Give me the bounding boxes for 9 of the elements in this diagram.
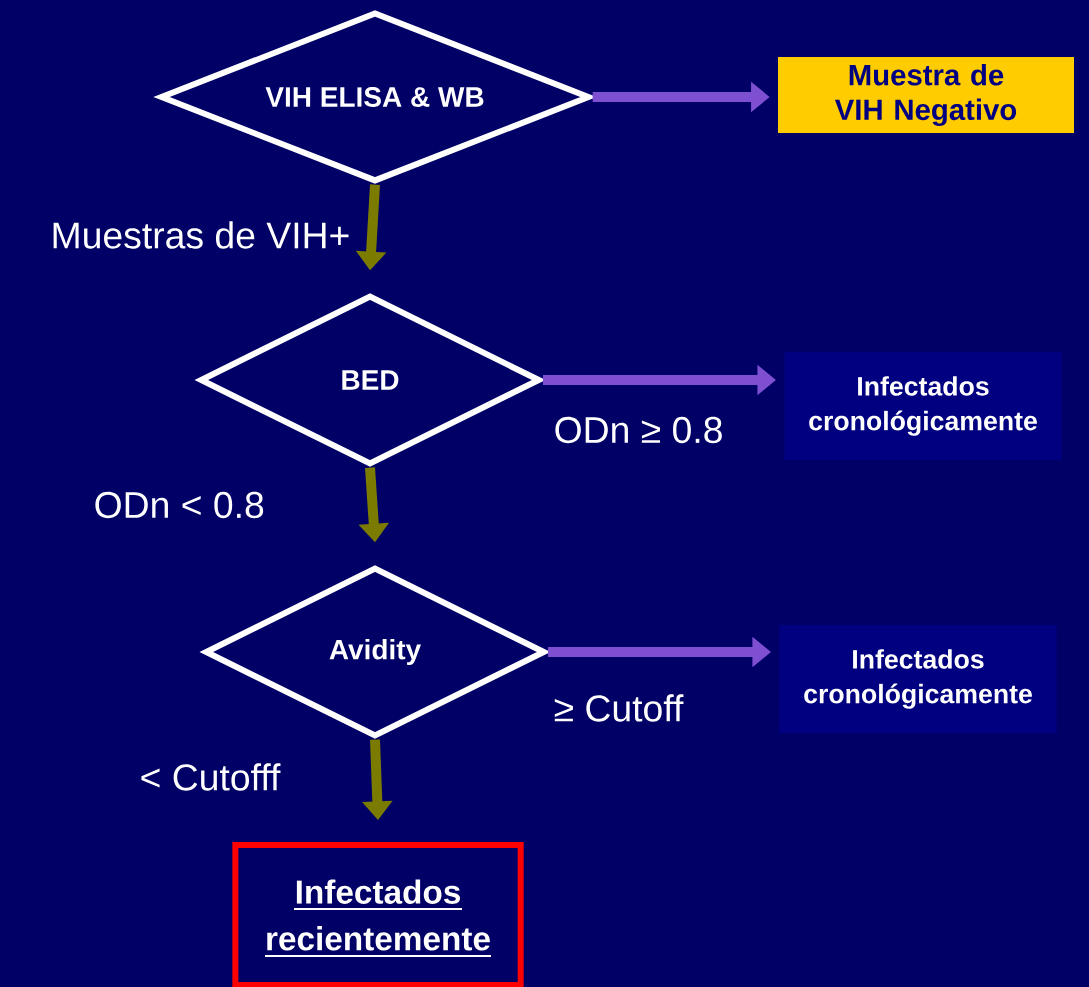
edge-label: Muestras de VIH+: [49, 219, 352, 251]
result-box: Infectados cronológicamente: [779, 625, 1057, 733]
edge-label: < Cutofff: [138, 761, 282, 792]
edge-label: ODn < 0.8: [92, 490, 267, 520]
edge-label: ODn ≥ 0.8: [552, 415, 725, 445]
edge-label: ≥ Cutoff: [552, 692, 685, 723]
result-box: Muestra de VIH Negativo: [778, 57, 1074, 133]
result-box: Infectados cronológicamente: [784, 352, 1062, 460]
result-box: Infectados recientemente: [232, 842, 524, 987]
